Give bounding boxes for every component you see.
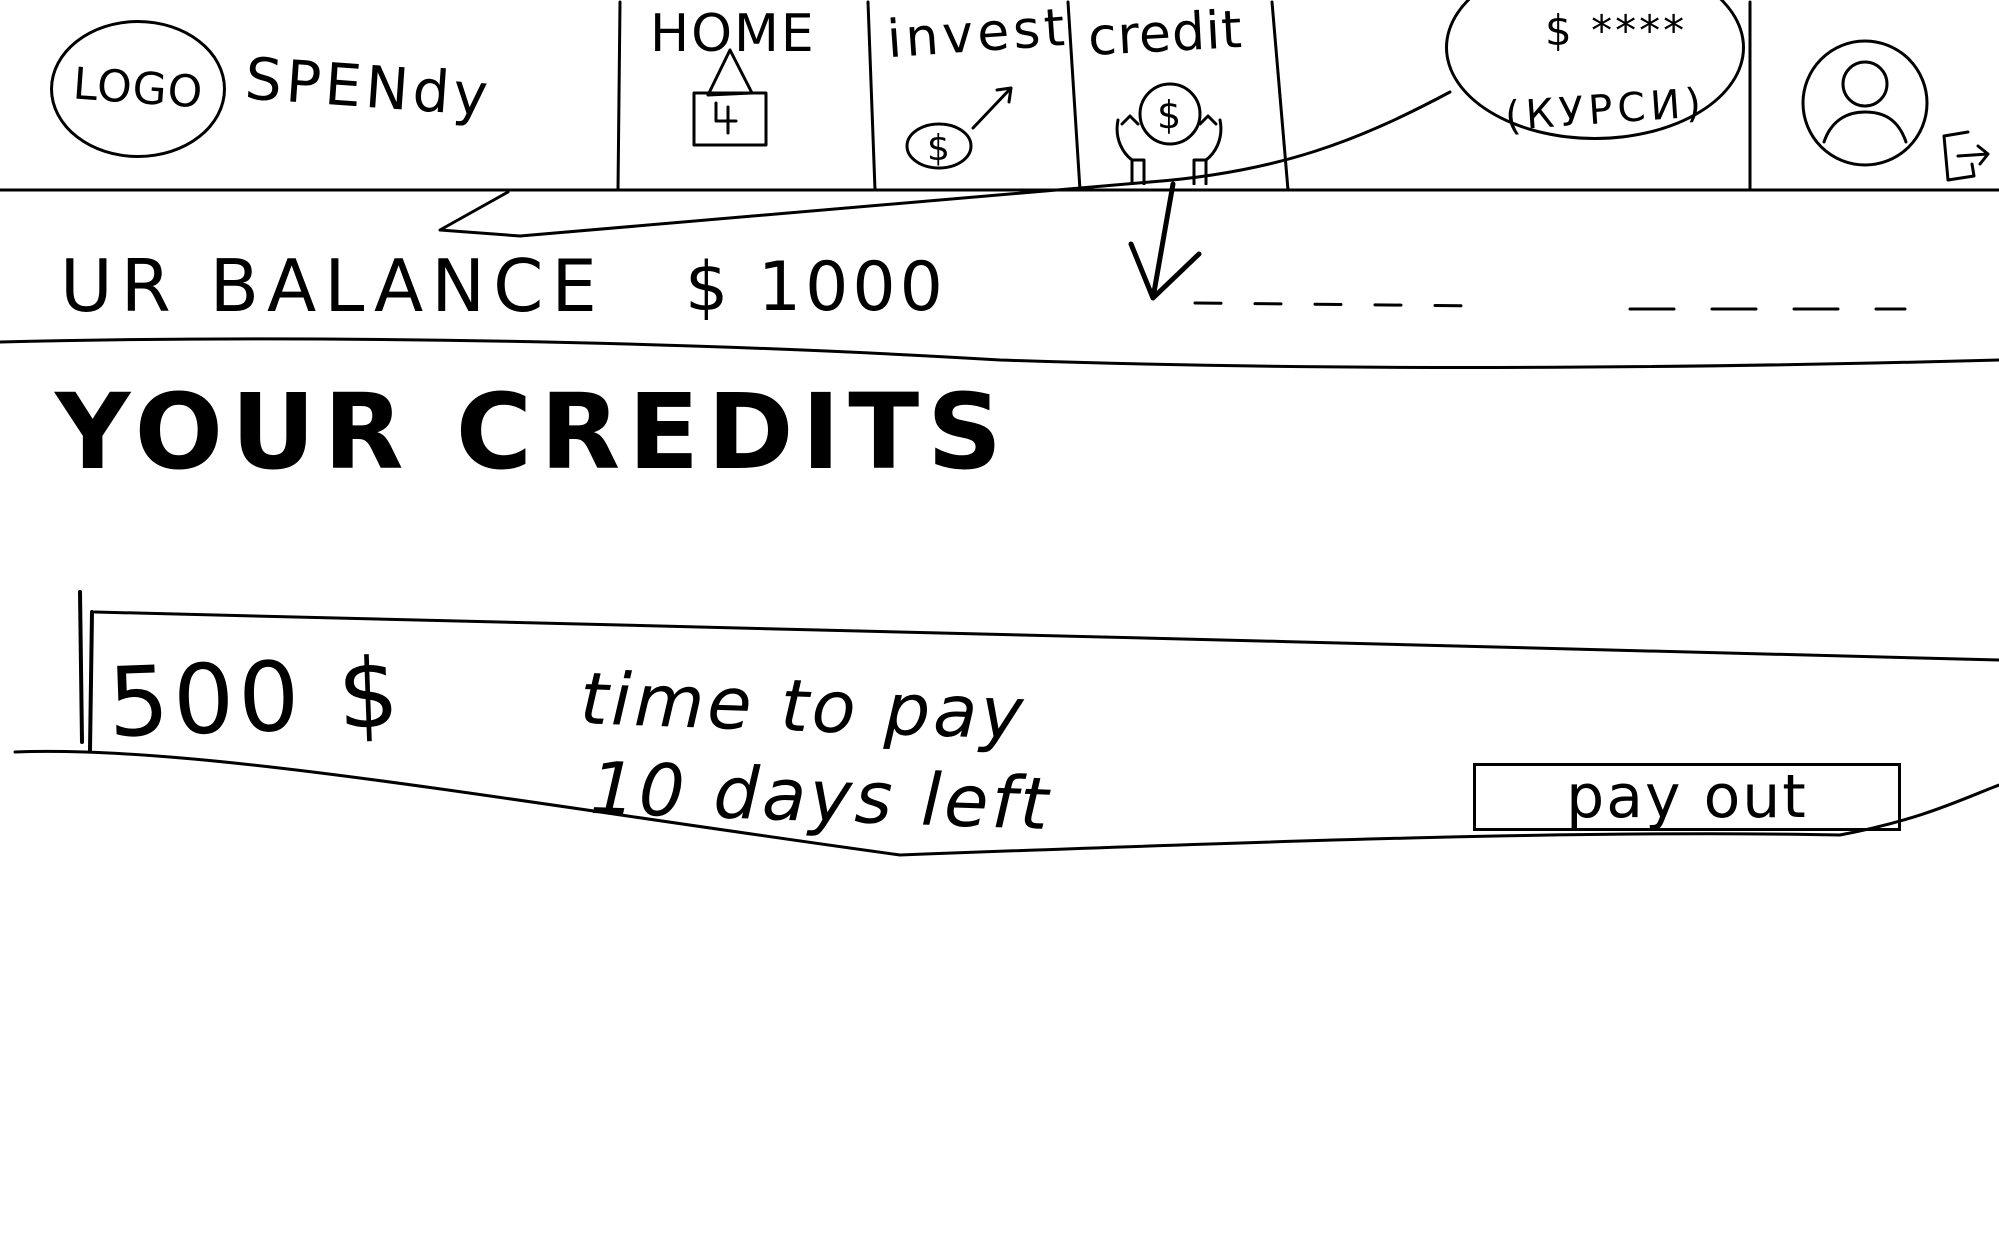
- credit-amount: 500 $: [106, 636, 405, 760]
- card-amount: $ ****: [1545, 6, 1688, 55]
- nav-tab-label: credit: [1086, 0, 1245, 69]
- credit-card-border: [88, 610, 94, 752]
- nav-separator: [616, 0, 622, 192]
- logo[interactable]: LOGO: [50, 20, 226, 158]
- logo-text: LOGO: [71, 58, 205, 119]
- nav-tab-home[interactable]: HOME: [620, 0, 875, 188]
- logout-icon[interactable]: [1938, 126, 1992, 182]
- nav-tab-invest[interactable]: invest $: [875, 0, 1071, 188]
- nav-tab-label: invest: [885, 0, 1071, 71]
- credit-card-border: [13, 749, 1999, 857]
- balance-divider: [0, 337, 1999, 370]
- chevron-down-icon[interactable]: [1125, 180, 1205, 305]
- svg-text:$: $: [927, 128, 950, 169]
- nav-separator: [1066, 0, 1082, 192]
- credit-card-border: [78, 590, 84, 744]
- nav-tab-credit[interactable]: credit $: [1070, 0, 1285, 188]
- pay-out-button[interactable]: pay out: [1473, 763, 1901, 831]
- page-title: YOUR CREDITS: [55, 371, 1011, 493]
- user-avatar-icon[interactable]: [1800, 38, 1930, 168]
- balance-amount: $ 1000: [685, 248, 947, 327]
- nav-separator: [866, 0, 877, 192]
- credit-card-border: [93, 610, 1999, 662]
- house-icon: [692, 48, 768, 147]
- coin-growth-icon: $: [905, 86, 1013, 170]
- balance-dashes: [1193, 301, 1492, 308]
- bubble-tail: [438, 90, 1452, 238]
- svg-text:$: $: [1157, 93, 1181, 137]
- balance-label: UR BALANCE: [60, 244, 605, 328]
- app-name: SPENdy: [242, 44, 495, 130]
- credit-time-label: time to pay: [578, 656, 1028, 756]
- hands-holding-coin-icon: $: [1115, 82, 1223, 185]
- credit-time-remaining: 10 days left: [588, 745, 1053, 847]
